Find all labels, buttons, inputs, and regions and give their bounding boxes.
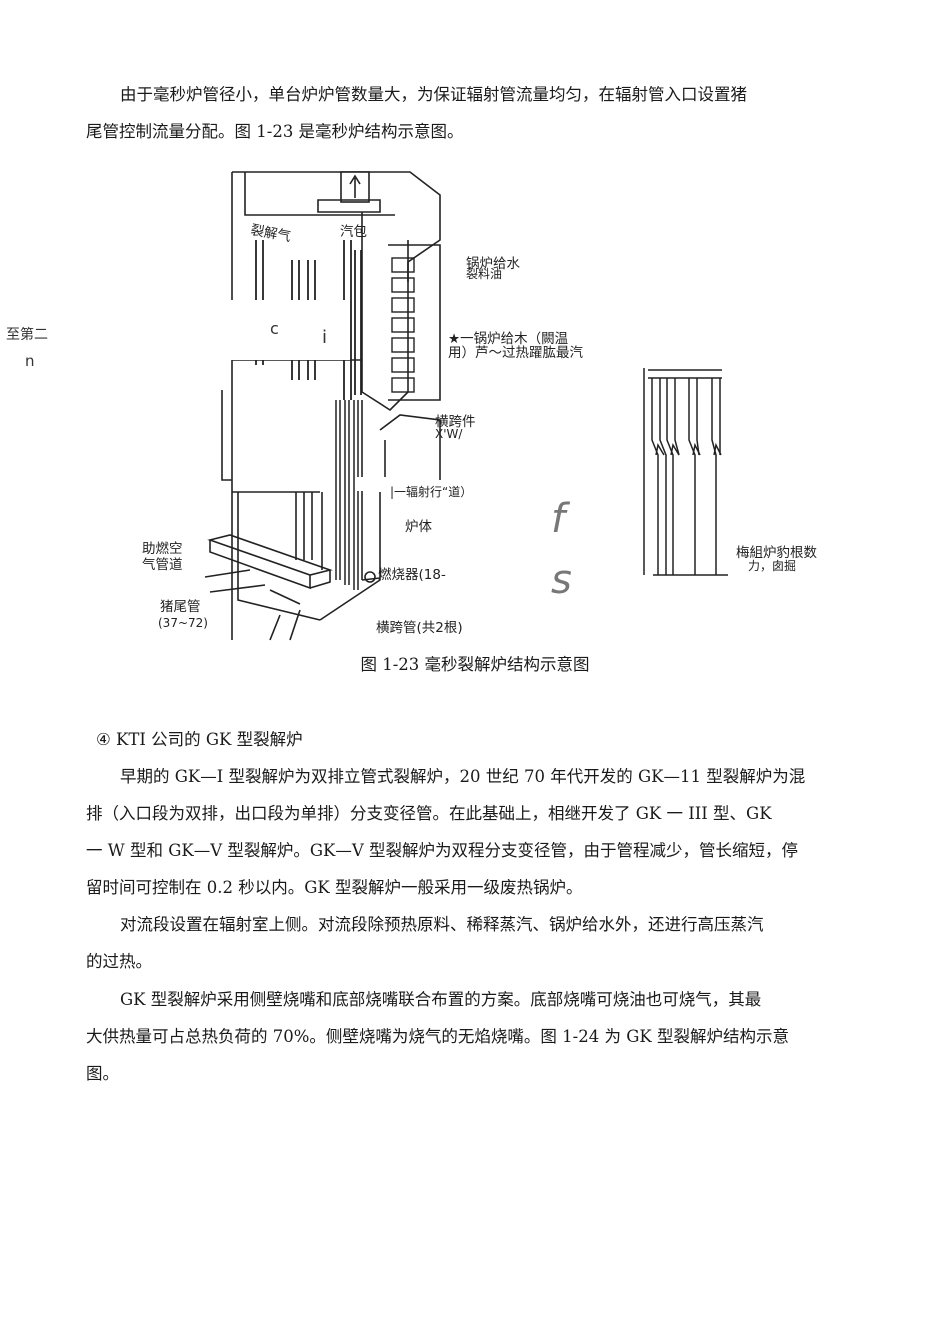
intro-line-2: 尾管控制流量分配。图 1-23 是毫秒炉结构示意图。	[86, 122, 464, 141]
para2-line-2: 的过热。	[86, 952, 152, 971]
para1-line-1: 早期的 GK—I 型裂解炉为双排立管式裂解炉，20 世纪 70 年代开发的 GK…	[120, 767, 806, 786]
label-fs-s: s	[551, 557, 572, 603]
label-crossover-pipe: 横跨管(共2根)	[376, 620, 463, 636]
intro-line-1: 由于毫秒炉管径小，单台炉炉管数量大，为保证辐射管流量均匀，在辐射管入口设置猪	[120, 85, 747, 104]
figure-caption: 图 1-23 毫秒裂解炉结构示意图	[360, 655, 590, 674]
side-text-a: 至第二	[6, 327, 48, 343]
label-crossover: 横跨件	[435, 414, 476, 430]
label-mid-c: c	[270, 319, 279, 338]
label-combustion-air-1: 助燃空	[142, 540, 183, 557]
section-heading: ④ KTI 公司的 GK 型裂解炉	[96, 730, 303, 749]
para3-line-1: GK 型裂解炉采用侧壁烧嘴和底部烧嘴联合布置的方案。底部烧嘴可烧油也可烧气，其最	[120, 990, 762, 1009]
label-combustion-air-2: 气管道	[142, 557, 183, 573]
label-burner: 燃烧器(18-	[378, 566, 446, 583]
label-superheat-steam: 用）芦～过热躍肱最汽	[448, 345, 583, 361]
label-tube-count-1: 梅組炉豹根数	[736, 545, 817, 561]
label-pigtail: 猪尾管	[160, 599, 201, 615]
furnace-drawing	[204, 171, 441, 641]
label-feed-oil: 裂料油	[466, 267, 502, 281]
mask-strip	[355, 477, 435, 491]
intro-paragraph: 由于毫秒炉管径小，单台炉炉管数量大，为保证辐射管流量均匀，在辐射管入口设置猪 尾…	[86, 76, 868, 150]
para1-line-4: 留时间可控制在 0.2 秒以内。GK 型裂解炉一般采用一级废热锅炉。	[86, 878, 583, 897]
label-tube-count-2: 力，囱掘	[748, 558, 796, 573]
tube-detail-drawing	[643, 368, 728, 576]
label-pigtail-count: (37~72)	[158, 616, 208, 630]
label-radiant-pass: |一辐射行“道）	[390, 484, 472, 499]
para3-line-2: 大供热量可占总热负荷的 70%。侧壁烧嘴为烧气的无焰烧嘴。图 1-24 为 GK…	[86, 1027, 789, 1046]
section-paragraph-2: 对流段设置在辐射室上侧。对流段除预热原料、稀释蒸汽、锅炉给水外，还进行高压蒸汽 …	[86, 906, 868, 980]
side-text-b: n	[25, 352, 35, 370]
section-paragraph-3: GK 型裂解炉采用侧壁烧嘴和底部烧嘴联合布置的方案。底部烧嘴可烧油也可烧气，其最…	[86, 981, 868, 1092]
mask-region	[230, 300, 350, 360]
para1-line-3: 一 W 型和 GK—V 型裂解炉。GK—V 型裂解炉为双程分支变径管，由于管程减…	[86, 841, 799, 860]
para2-line-1: 对流段设置在辐射室上侧。对流段除预热原料、稀释蒸汽、锅炉给水外，还进行高压蒸汽	[120, 915, 764, 934]
label-steam-drum: 汽包	[340, 224, 367, 240]
para3-line-3: 图。	[86, 1064, 119, 1083]
label-boiler-feed-wood: ★一锅炉给木（闕温	[448, 331, 568, 347]
label-fs-f: f	[551, 496, 571, 542]
label-boiler-feed-water: 锅炉给水	[466, 256, 520, 272]
label-furnace-body: 炉体	[405, 519, 432, 535]
para1-line-2: 排（入口段为双排，出口段为单排）分支变径管。在此基础上，相继开发了 GK 一 I…	[86, 804, 772, 823]
section-paragraph-1: 早期的 GK—I 型裂解炉为双排立管式裂解炉，20 世纪 70 年代开发的 GK…	[86, 758, 868, 906]
label-cracked-gas: 裂解气	[249, 222, 292, 245]
label-crossover-sub: X'W/	[435, 427, 463, 441]
label-mid-i: i	[322, 327, 327, 348]
millisecond-furnace-figure: 裂解气 汽包 锅炉给水 裂料油 ★一锅炉给木（闕温 用）芦～过热躍肱最汽 横跨件…	[142, 171, 817, 641]
